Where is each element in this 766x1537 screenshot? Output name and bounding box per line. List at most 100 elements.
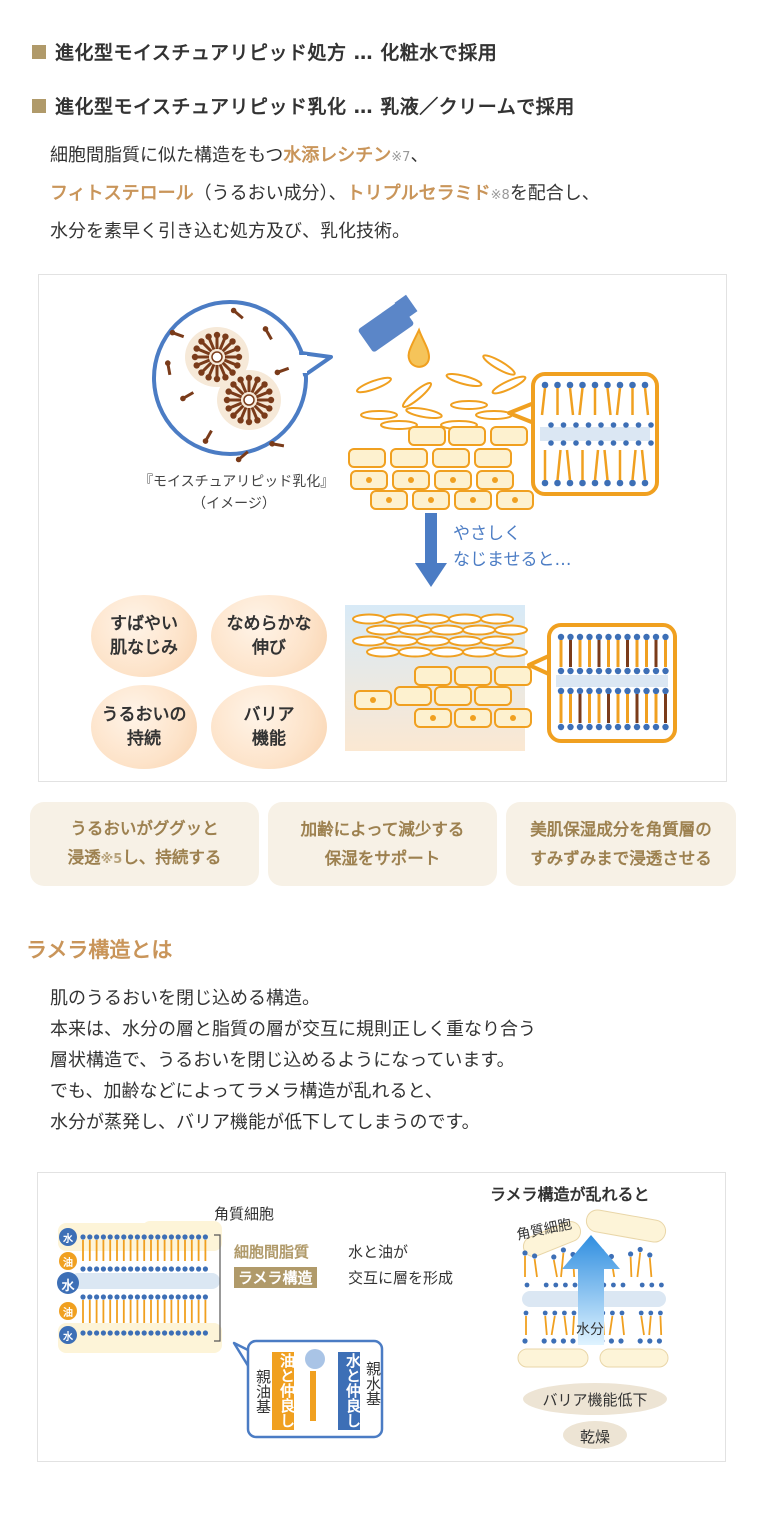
lipid-flake (416, 613, 450, 625)
lipid-head (616, 479, 624, 487)
intro-line-2: フィトステロール（うるおい成分）、トリプルセラミド※8を配合し、 (50, 176, 730, 214)
lipid-head (571, 1310, 577, 1316)
lipid-head (605, 633, 612, 641)
lipid-head (643, 667, 650, 675)
cell-nucleus (366, 477, 372, 483)
skin-cell (408, 426, 446, 446)
lipid-head (175, 1234, 181, 1240)
lipid-head (591, 381, 599, 389)
lipid-flake (462, 646, 496, 658)
dry-label: 乾燥 (579, 1428, 610, 1446)
lipid-flake (352, 613, 386, 625)
lipid-head (182, 1294, 188, 1300)
intro-line-1: 細胞間脂質に似た構造をもつ水添レシチン※7、 (50, 138, 730, 176)
lipid-head (659, 1282, 664, 1288)
bullet-emulsion: 進化型モイスチュアリピッド乳化 … 乳液／クリームで採用 (32, 92, 575, 119)
lipid-head (234, 345, 241, 352)
lipid-tail (250, 406, 259, 420)
lipid-head (628, 1251, 634, 1257)
lipid-head (656, 1338, 663, 1344)
lipid-tail (603, 449, 609, 481)
arrow-text-line: やさしく (453, 524, 521, 544)
lipid-head (266, 388, 273, 395)
benefit-smooth-spread: なめらかな 伸び (211, 595, 327, 677)
lipid-head (121, 1294, 127, 1300)
lipid-head (648, 440, 654, 446)
lipid-head (523, 1310, 529, 1316)
lipid-head (591, 479, 599, 487)
lipid-tail (201, 361, 213, 373)
lipid-head (121, 1330, 127, 1336)
lipid-head (637, 1338, 643, 1344)
lipid-head (598, 440, 604, 446)
lipid-flake (380, 420, 418, 430)
lipid-head (638, 1310, 644, 1316)
arrow-text: やさしく なじませると… (453, 521, 572, 573)
lipid-tail (221, 341, 233, 353)
lipid-tail (563, 1315, 568, 1336)
lipid-head (196, 1234, 202, 1240)
lipid-head (189, 1294, 195, 1300)
cell-nucleus (450, 477, 456, 483)
lipid-head (562, 1310, 567, 1316)
lamella-illustration (57, 1209, 669, 1449)
lipid-tail (265, 329, 273, 341)
footnote-mark: ※7 (391, 150, 411, 165)
lipid-head (182, 1266, 188, 1272)
highlight-ingredient: フィトステロール (50, 183, 194, 204)
lipid-head (649, 1282, 655, 1288)
layer-markers (57, 1228, 79, 1344)
cell-nucleus (492, 477, 498, 483)
lipid-tail (643, 387, 650, 416)
caption-line: （イメージ） (192, 496, 276, 512)
pill-line: 美肌保湿成分を角質層の (530, 820, 712, 839)
skin-cell (432, 448, 470, 468)
lipid-head (639, 1282, 645, 1288)
skin-cell (474, 448, 512, 468)
lipid-head (261, 412, 268, 419)
lamella-line: 水分が蒸発し、バリア機能が低下してしまうのです。 (50, 1112, 480, 1133)
lipid-head (624, 667, 631, 675)
lipid-flake (360, 410, 398, 420)
lipid-head (585, 440, 592, 446)
lipid-head (100, 1266, 106, 1272)
lipid-head (134, 1266, 140, 1272)
lipid-head (196, 1330, 202, 1336)
lipid-head (543, 1282, 549, 1288)
lipid-head (635, 422, 642, 428)
skin-cell (394, 686, 432, 706)
lipid-flake (398, 646, 432, 658)
lipid-tail (250, 380, 259, 394)
lipid-head (213, 331, 221, 339)
lipid-head (566, 479, 574, 487)
lipid-head (237, 376, 244, 383)
lipid-head (595, 633, 603, 641)
lipid-head (198, 369, 205, 376)
lipid-head (100, 1234, 106, 1240)
lipid-flake (450, 400, 488, 410)
lipid-head (579, 381, 586, 389)
lipid-tail (550, 1315, 556, 1336)
lipid-tail (218, 337, 227, 351)
lipid-tail (223, 347, 237, 356)
bullet-lotion: 進化型モイスチュアリピッド処方 … 化粧水で採用 (32, 38, 497, 65)
lipid-flake (491, 375, 527, 395)
lipid-tail (540, 387, 547, 416)
lipid-head (141, 1266, 147, 1272)
lipid-head (643, 633, 650, 641)
lipid-head (202, 1330, 208, 1336)
cell-nucleus (430, 715, 436, 721)
micelle-core (243, 394, 255, 406)
lipid-head (128, 1294, 134, 1300)
lipid-head (134, 1234, 140, 1240)
lipid-head (234, 362, 241, 369)
lipid-head (107, 1294, 113, 1300)
lipid-head (524, 1282, 530, 1288)
lipid-tail (218, 363, 227, 377)
lamella-line: 層状構造で、うるおいを閉じ込めるようになっています。 (50, 1050, 515, 1071)
arrow-text-line: なじませると… (453, 550, 572, 570)
stray-lipid (202, 429, 213, 444)
barrier-down-label: バリア機能低下 (542, 1391, 648, 1409)
lipid-head (261, 381, 268, 388)
lipid-head (121, 1266, 127, 1272)
